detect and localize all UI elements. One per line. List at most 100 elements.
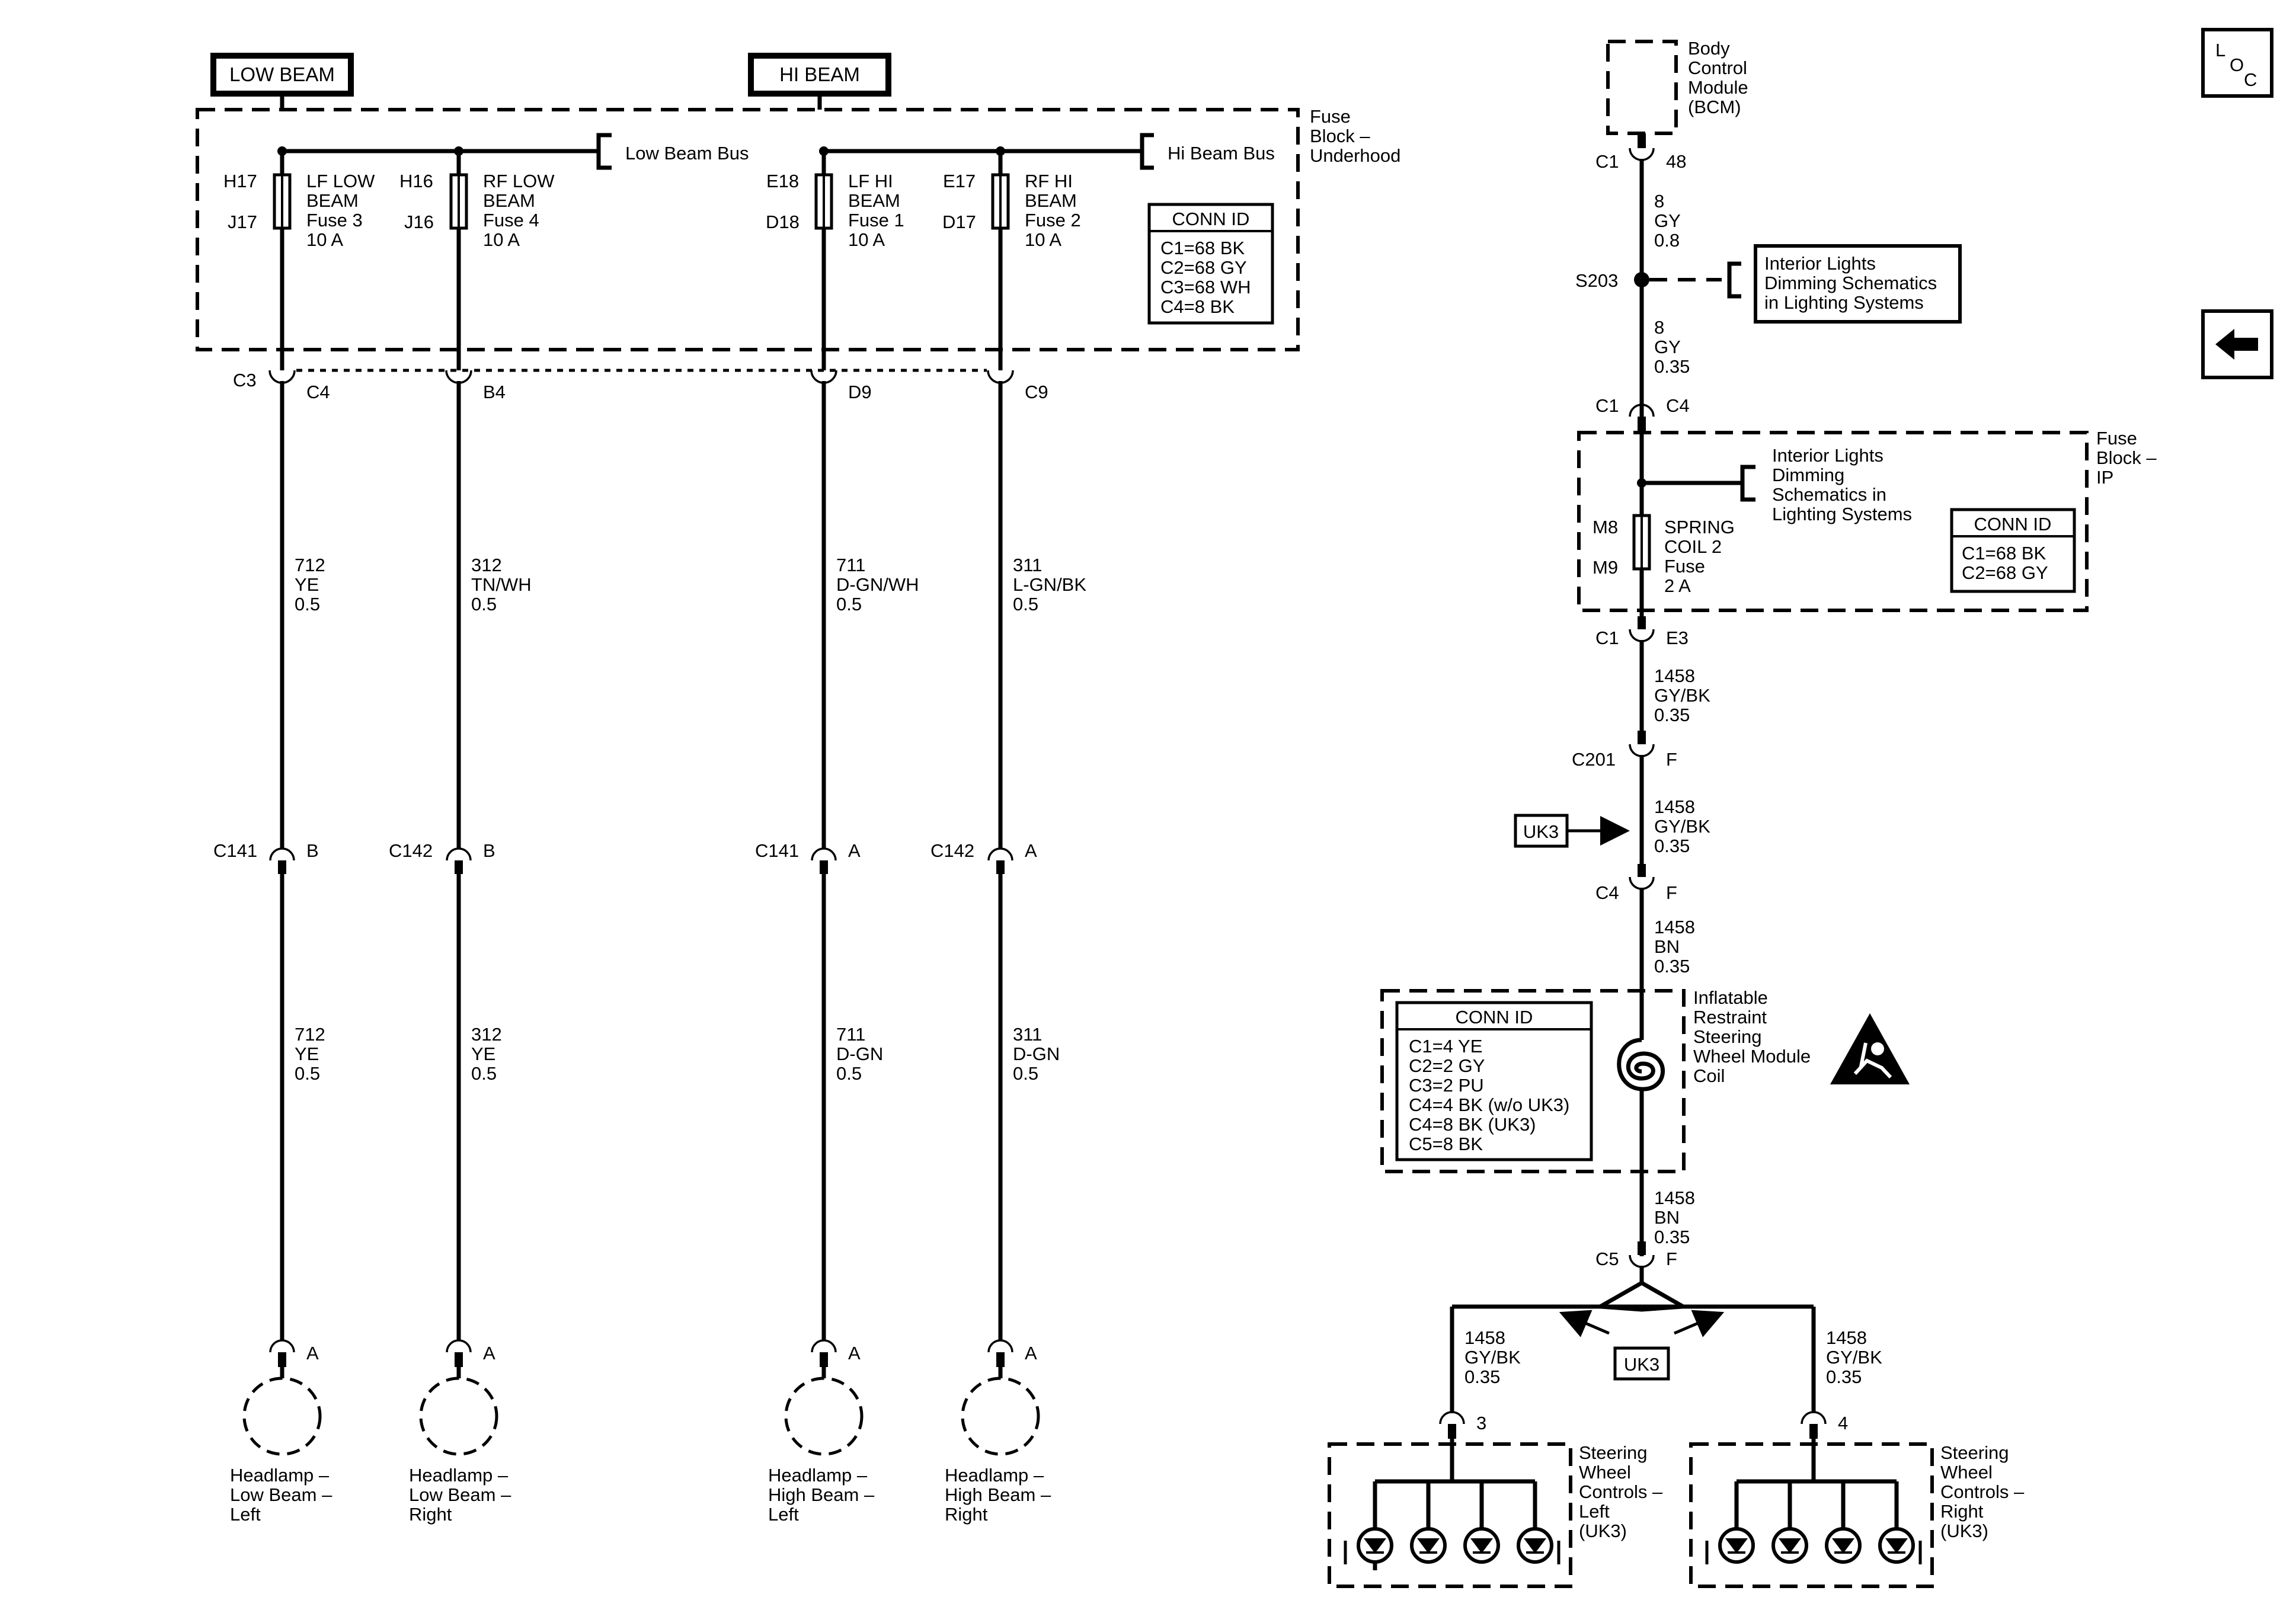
svg-text:Fuse: Fuse: [2096, 428, 2137, 449]
connector-c201: C201 F: [1572, 731, 1677, 770]
svg-text:Lighting Systems: Lighting Systems: [1772, 504, 1912, 524]
connector-ip-exit: C1 E3: [1595, 616, 1689, 648]
svg-text:711: 711: [836, 1024, 865, 1045]
svg-text:Right: Right: [1940, 1501, 1984, 1522]
svg-text:E18: E18: [766, 171, 799, 191]
svg-text:D18: D18: [766, 212, 800, 232]
svg-text:Fuse: Fuse: [1310, 106, 1351, 127]
headlamp-high-beam-left: A Headlamp – High Beam – Left: [768, 1339, 875, 1525]
svg-text:Wheel Module: Wheel Module: [1693, 1046, 1811, 1067]
left-arrow-icon: [2215, 329, 2258, 360]
svg-text:1458: 1458: [1654, 1188, 1695, 1208]
svg-text:C1=68 BK: C1=68 BK: [1160, 238, 1245, 258]
svg-text:A: A: [483, 1343, 495, 1363]
svg-text:D9: D9: [848, 382, 872, 402]
fuse-block-underhood: [196, 108, 1300, 351]
svg-text:A: A: [1025, 840, 1037, 861]
svg-text:8: 8: [1654, 191, 1664, 212]
headlamp-low-beam-left: A Headlamp – Low Beam – Left: [230, 1339, 332, 1525]
svg-text:C3: C3: [233, 370, 257, 391]
svg-text:BEAM: BEAM: [483, 190, 535, 211]
svg-text:IP: IP: [2096, 467, 2113, 488]
svg-text:C3=68 WH: C3=68 WH: [1160, 277, 1251, 297]
connector-c4: C4 F: [1595, 864, 1677, 903]
svg-text:B: B: [483, 840, 495, 861]
svg-text:A: A: [848, 840, 861, 861]
svg-text:Underhood: Underhood: [1310, 145, 1400, 166]
svg-text:CONN ID: CONN ID: [1456, 1007, 1533, 1028]
connector-ip-entry: C1 C4: [1595, 395, 1690, 431]
svg-text:0.5: 0.5: [836, 1063, 862, 1084]
svg-text:10 A: 10 A: [848, 229, 885, 250]
svg-text:1458: 1458: [1464, 1327, 1505, 1348]
fuse-lf-low-beam: H17 J17 LF LOW BEAM Fuse 3 10 A: [223, 151, 375, 370]
svg-text:GY/BK: GY/BK: [1654, 685, 1710, 706]
svg-text:0.8: 0.8: [1654, 230, 1680, 251]
svg-text:0.35: 0.35: [1654, 705, 1690, 725]
svg-text:1458: 1458: [1654, 665, 1695, 686]
svg-text:0.35: 0.35: [1654, 956, 1690, 977]
svg-text:1458: 1458: [1654, 917, 1695, 937]
svg-text:HI BEAM: HI BEAM: [779, 63, 860, 85]
svg-text:CONN ID: CONN ID: [1974, 514, 2052, 534]
svg-text:High Beam –: High Beam –: [945, 1484, 1051, 1505]
wire-label-1458-a: 1458 GY/BK 0.35: [1654, 665, 1710, 725]
svg-text:BEAM: BEAM: [306, 190, 359, 211]
svg-text:Block –: Block –: [1310, 126, 1370, 146]
svg-text:E17: E17: [943, 171, 976, 191]
loc-button[interactable]: L O C: [2201, 28, 2273, 98]
svg-text:Controls –: Controls –: [1579, 1481, 1663, 1502]
svg-text:311: 311: [1013, 555, 1042, 575]
wire-label-splice: 8 GY 0.35: [1654, 317, 1690, 377]
svg-text:Left: Left: [768, 1504, 799, 1525]
hi-beam-bus-label: Hi Beam Bus: [1168, 143, 1275, 164]
svg-text:UK3: UK3: [1523, 821, 1559, 842]
svg-text:Headlamp –: Headlamp –: [230, 1465, 330, 1486]
svg-text:O: O: [2230, 55, 2244, 75]
svg-text:Fuse 2: Fuse 2: [1025, 210, 1081, 231]
svg-text:0.5: 0.5: [1013, 1063, 1038, 1084]
svg-text:2 A: 2 A: [1664, 575, 1691, 596]
svg-text:C142: C142: [389, 840, 433, 861]
svg-text:C2=68 GY: C2=68 GY: [1160, 257, 1247, 278]
svg-text:10 A: 10 A: [306, 229, 343, 250]
svg-text:A: A: [848, 1343, 861, 1363]
svg-text:C4: C4: [1666, 395, 1690, 416]
svg-text:Dimming Schematics: Dimming Schematics: [1764, 273, 1937, 293]
svg-text:C5: C5: [1595, 1249, 1619, 1269]
svg-text:GY/BK: GY/BK: [1464, 1347, 1521, 1368]
svg-text:B: B: [306, 840, 319, 861]
svg-text:YE: YE: [295, 574, 319, 595]
svg-text:F: F: [1666, 882, 1677, 903]
steering-wheel-controls-left: 3 Steering Wheel Controls – Left (UK3): [1328, 1411, 1663, 1588]
back-button[interactable]: [2201, 309, 2273, 379]
svg-text:Wheel: Wheel: [1940, 1462, 1993, 1483]
svg-text:Left: Left: [1579, 1501, 1610, 1522]
conn-id-underhood: CONN ID C1=68 BK C2=68 GY C3=68 WH C4=8 …: [1147, 203, 1274, 325]
svg-text:10 A: 10 A: [1025, 229, 1061, 250]
svg-text:C4=8 BK: C4=8 BK: [1160, 296, 1235, 317]
svg-text:712: 712: [295, 1024, 325, 1045]
svg-text:A: A: [1025, 1343, 1037, 1363]
splice-s203: S203 Interior Lights Dimming Schematics …: [1575, 244, 1962, 324]
fuse-block-ip: [1577, 431, 2089, 612]
svg-text:M8: M8: [1593, 517, 1618, 537]
svg-text:Right: Right: [945, 1504, 988, 1525]
svg-text:Inflatable: Inflatable: [1693, 987, 1768, 1008]
wire-label-1458-d: 1458 BN 0.35: [1654, 1188, 1695, 1247]
svg-text:GY/BK: GY/BK: [1826, 1347, 1882, 1368]
svg-text:SPRING: SPRING: [1664, 517, 1735, 537]
svg-text:D-GN/WH: D-GN/WH: [836, 574, 919, 595]
wire-label-bcm: 8 GY 0.8: [1654, 191, 1681, 251]
airbag-warning-icon: [1830, 1013, 1910, 1084]
svg-text:Body: Body: [1688, 38, 1730, 59]
svg-text:COIL 2: COIL 2: [1664, 536, 1722, 557]
svg-text:B4: B4: [483, 382, 506, 402]
wire-label-1458-b: 1458 GY/BK 0.35: [1654, 796, 1710, 856]
connector-c3: C3 C4 B4 D9 C9: [233, 369, 1048, 402]
svg-text:TN/WH: TN/WH: [471, 574, 532, 595]
steering-wheel-controls-right: 4 Steering Wheel Controls – Right (UK3): [1689, 1411, 2025, 1588]
svg-text:YE: YE: [295, 1044, 319, 1064]
wire-label-lower: 712 YE 0.5 312 YE 0.5 711 D-GN 0.5 311 D…: [295, 1024, 1060, 1084]
